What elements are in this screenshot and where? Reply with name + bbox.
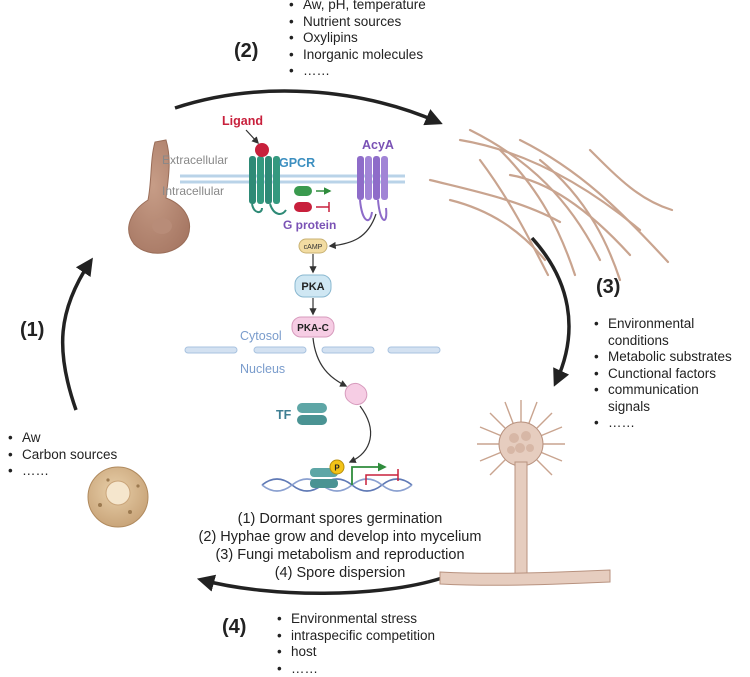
list-item: communication signals xyxy=(608,382,738,415)
list-item: Environmental conditions xyxy=(608,316,738,349)
acya-enzyme xyxy=(357,156,388,220)
list-item: Metabolic substrates xyxy=(608,349,750,366)
extracellular-label: Extracellular xyxy=(162,153,228,167)
nucleus-label: Nucleus xyxy=(240,362,285,376)
nuclear-envelope xyxy=(185,347,440,353)
summary-line: (1) Dormant spores germination xyxy=(180,510,500,528)
cycle-arrow-left xyxy=(63,262,90,410)
list-item: Environmental stress xyxy=(291,611,435,628)
nuclear-to-tf-arrow xyxy=(350,406,371,462)
bottom-factor-list: Environmental stress intraspecific compe… xyxy=(273,611,435,677)
camp-label: cAMP xyxy=(304,244,323,251)
cycle-arrow-top xyxy=(175,91,438,122)
g-protein-label: G protein xyxy=(283,218,336,232)
step-2-label: (2) xyxy=(234,40,258,63)
ligand-arrow xyxy=(246,130,258,143)
cytosol-label: Cytosol xyxy=(240,329,282,343)
list-item: Carbon sources xyxy=(22,447,117,464)
list-item: Nutrient sources xyxy=(303,14,426,31)
step-4-label: (4) xyxy=(222,616,246,639)
pkac-to-nucleus-arrow xyxy=(313,338,346,386)
left-factor-list: Aw Carbon sources …… xyxy=(4,430,117,480)
list-item: …… xyxy=(22,463,117,480)
step-1-label: (1) xyxy=(20,319,44,342)
intracellular-label: Intracellular xyxy=(162,184,224,198)
summary-line: (2) Hyphae grow and develop into myceliu… xyxy=(180,528,500,546)
list-item: …… xyxy=(608,415,750,432)
gpcr-label: GPCR xyxy=(279,156,315,170)
summary-line: (4) Spore dispersion xyxy=(180,564,500,582)
list-item: Cunctional factors xyxy=(608,366,750,383)
tf-label: TF xyxy=(276,408,291,422)
ligand-molecule xyxy=(255,143,269,157)
acya-label: AcyA xyxy=(362,138,394,152)
mycelium-illustration xyxy=(430,130,672,280)
step-3-label: (3) xyxy=(596,276,620,299)
list-item: host xyxy=(291,644,435,661)
cycle-arrow-right xyxy=(532,238,569,382)
list-item: Aw xyxy=(22,430,117,447)
pka-label: PKA xyxy=(301,281,324,293)
nuclear-pka-c xyxy=(341,379,370,408)
transcription-factor xyxy=(297,403,327,425)
summary-line: (3) Fungi metabolism and reproduction xyxy=(180,546,500,564)
list-item: …… xyxy=(291,661,435,677)
phosphate-label: P xyxy=(334,464,340,473)
pka-c-label: PKA-C xyxy=(297,323,329,334)
list-item: intraspecific competition xyxy=(291,628,435,645)
g-protein-complex xyxy=(294,186,330,212)
list-item: Oxylipins xyxy=(303,30,426,47)
list-item: …… xyxy=(303,63,426,80)
top-factor-list: Aw, pH, temperature Nutrient sources Oxy… xyxy=(285,0,426,80)
right-factor-list: Environmental conditions Metabolic subst… xyxy=(590,316,750,432)
stage-summary: (1) Dormant spores germination (2) Hypha… xyxy=(180,510,500,582)
list-item: Aw, pH, temperature xyxy=(303,0,426,14)
list-item: Inorganic molecules xyxy=(303,47,426,64)
ligand-label: Ligand xyxy=(222,114,263,128)
